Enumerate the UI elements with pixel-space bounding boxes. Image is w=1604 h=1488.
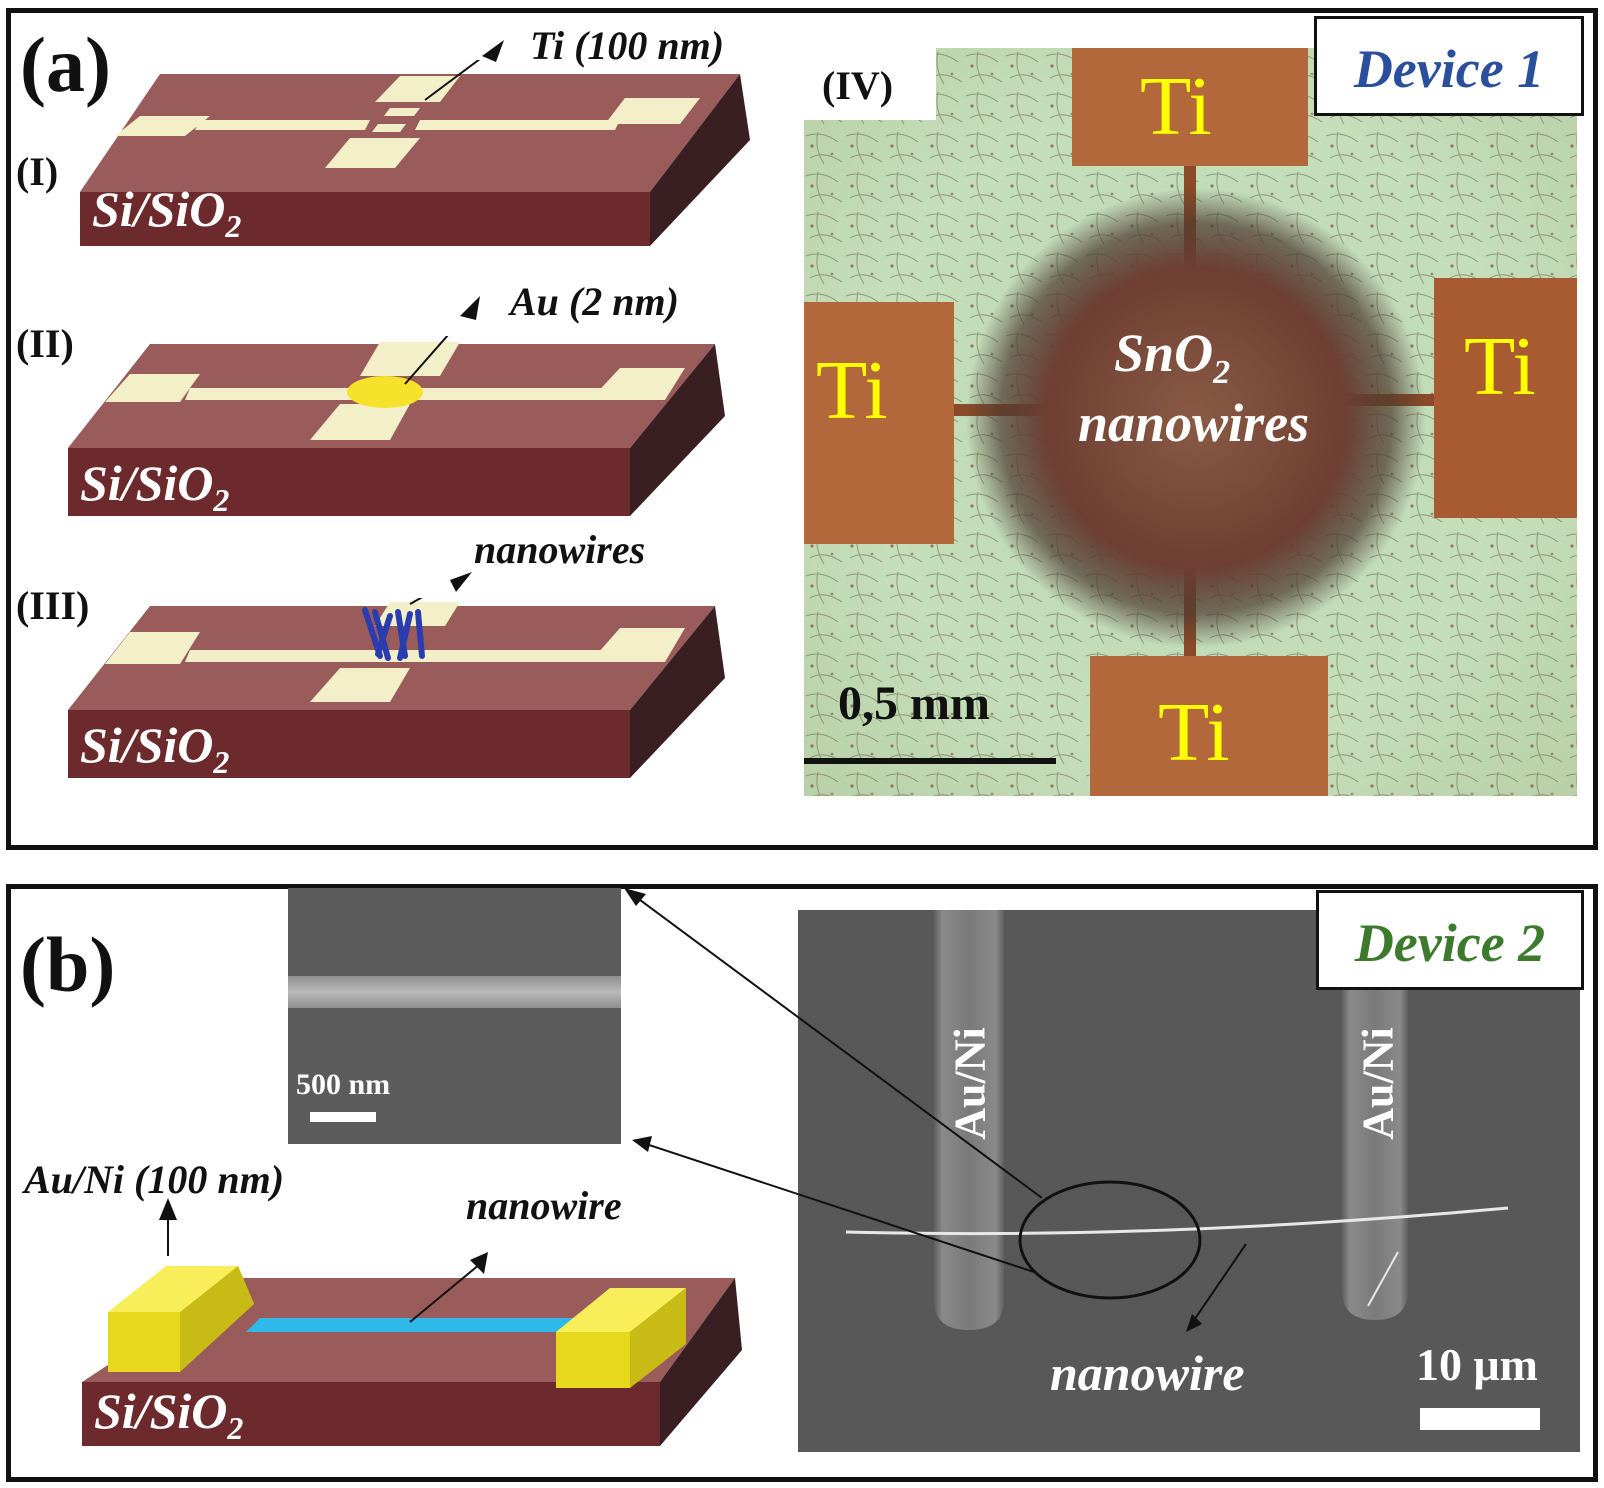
nanowires-center-label: nanowires [1078, 393, 1310, 453]
panel-b-label: (b) [20, 921, 116, 1008]
contact-pad [105, 632, 200, 664]
optical-micrograph: Ti Ti Ti Ti SnO2 nanowires 0,5 mm [804, 48, 1577, 796]
sem-scale-bar-label: 10 μm [1416, 1339, 1538, 1390]
substrate-front [68, 710, 630, 778]
ti-pad-label: Ti [1140, 60, 1212, 153]
step-ii-diagram [68, 336, 725, 516]
nanowire-bundle [362, 607, 425, 661]
contact-pad [605, 98, 700, 124]
step-i-label: (I) [16, 149, 59, 194]
nanowires-annotation: nanowires [474, 527, 646, 572]
substrate-front [68, 448, 630, 516]
snO2-label: SnO2 [1114, 323, 1231, 391]
sem-scale-bar [1420, 1408, 1540, 1430]
substrate-label: Si/SiO2 [80, 455, 230, 518]
substrate-label: Si/SiO2 [94, 1383, 244, 1446]
contact-pad [590, 368, 685, 400]
ti-pad-top [1072, 48, 1308, 166]
contact-top-face [556, 1288, 686, 1332]
electrode-line [195, 120, 370, 130]
nanowire-network-texture [804, 48, 1577, 796]
device-1-title: Device 1 [1314, 16, 1584, 116]
substrate-side [660, 1278, 742, 1446]
substrate-top [80, 74, 740, 192]
nanowire-channel [246, 1318, 582, 1332]
step-iv-label-bg [804, 48, 936, 120]
device-2-schematic [82, 1210, 742, 1446]
contact-front [556, 1332, 630, 1388]
sem-nanowire-label: nanowire [1050, 1345, 1245, 1401]
ti-pad-label: Ti [1464, 320, 1536, 413]
contact-side [630, 1288, 686, 1388]
contact-pad [115, 116, 210, 136]
arrow-head [460, 296, 480, 320]
sem-inset: 500 nm [288, 888, 621, 1144]
ti-pad-label: Ti [816, 344, 888, 437]
arrow-head [450, 572, 472, 592]
center-gap-pad [372, 124, 406, 132]
contact-top-face [108, 1266, 238, 1312]
step-i-diagram [80, 60, 750, 246]
contact-pad [105, 374, 200, 402]
au-annotation: Au (2 nm) [510, 279, 679, 324]
step-iii-label: (III) [16, 583, 90, 628]
arrow-head [470, 1252, 488, 1274]
step-iv-label: (IV) [822, 63, 894, 108]
gold-catalyst-dot [347, 376, 423, 408]
step-iii-diagram [68, 598, 725, 778]
electrode-line [415, 120, 620, 130]
arrow-head [482, 40, 504, 62]
electrode-left [934, 910, 1004, 1330]
inset-scale-bar-label: 500 nm [296, 1068, 391, 1101]
contact-pad [310, 404, 410, 440]
ti-pad-bottom [1090, 656, 1328, 796]
sem-drawing [845, 910, 1540, 1430]
nanowire-cluster [966, 188, 1426, 648]
sem-nanowire [845, 1206, 1509, 1236]
device-2-title: Device 2 [1316, 890, 1584, 990]
substrate-side [630, 344, 725, 516]
substrate-front [82, 1382, 660, 1446]
contact-pad [375, 76, 460, 102]
scale-bar-label: 0,5 mm [838, 677, 990, 730]
contact-annotation: Au/Ni (100 nm) [24, 1157, 285, 1202]
contact-pad [310, 668, 410, 702]
inset-nanowire [288, 976, 621, 1008]
substrate-side [650, 74, 750, 246]
ti-pad-left [804, 302, 954, 544]
step-ii-label: (II) [16, 321, 74, 366]
sem-image: Au/Ni Au/Ni nanowire 10 μm [798, 910, 1580, 1452]
nanowire-annotation: nanowire [466, 1183, 622, 1228]
panel-a-label: (a) [20, 21, 111, 108]
ti-pad-label: Ti [1158, 686, 1230, 779]
contact-front [108, 1312, 180, 1372]
substrate-label: Si/SiO2 [92, 181, 242, 244]
scale-bar-line [804, 758, 1056, 764]
device-2-title-text: Device 2 [1354, 913, 1546, 973]
substrate-label: Si/SiO2 [80, 717, 230, 780]
arrow-head [159, 1198, 177, 1220]
inset-scale-bar [310, 1112, 376, 1122]
highlight-ellipse [1018, 1180, 1202, 1300]
substrate-side [630, 606, 725, 778]
center-gap-pad [384, 108, 420, 116]
contact-pad [590, 628, 685, 662]
contact-side [180, 1266, 254, 1372]
ti-annotation: Ti (100 nm) [530, 23, 725, 68]
substrate-front [80, 192, 650, 246]
ti-pad-right [1434, 278, 1577, 518]
device-1-title-text: Device 1 [1353, 39, 1545, 99]
contact-pad [325, 138, 420, 168]
